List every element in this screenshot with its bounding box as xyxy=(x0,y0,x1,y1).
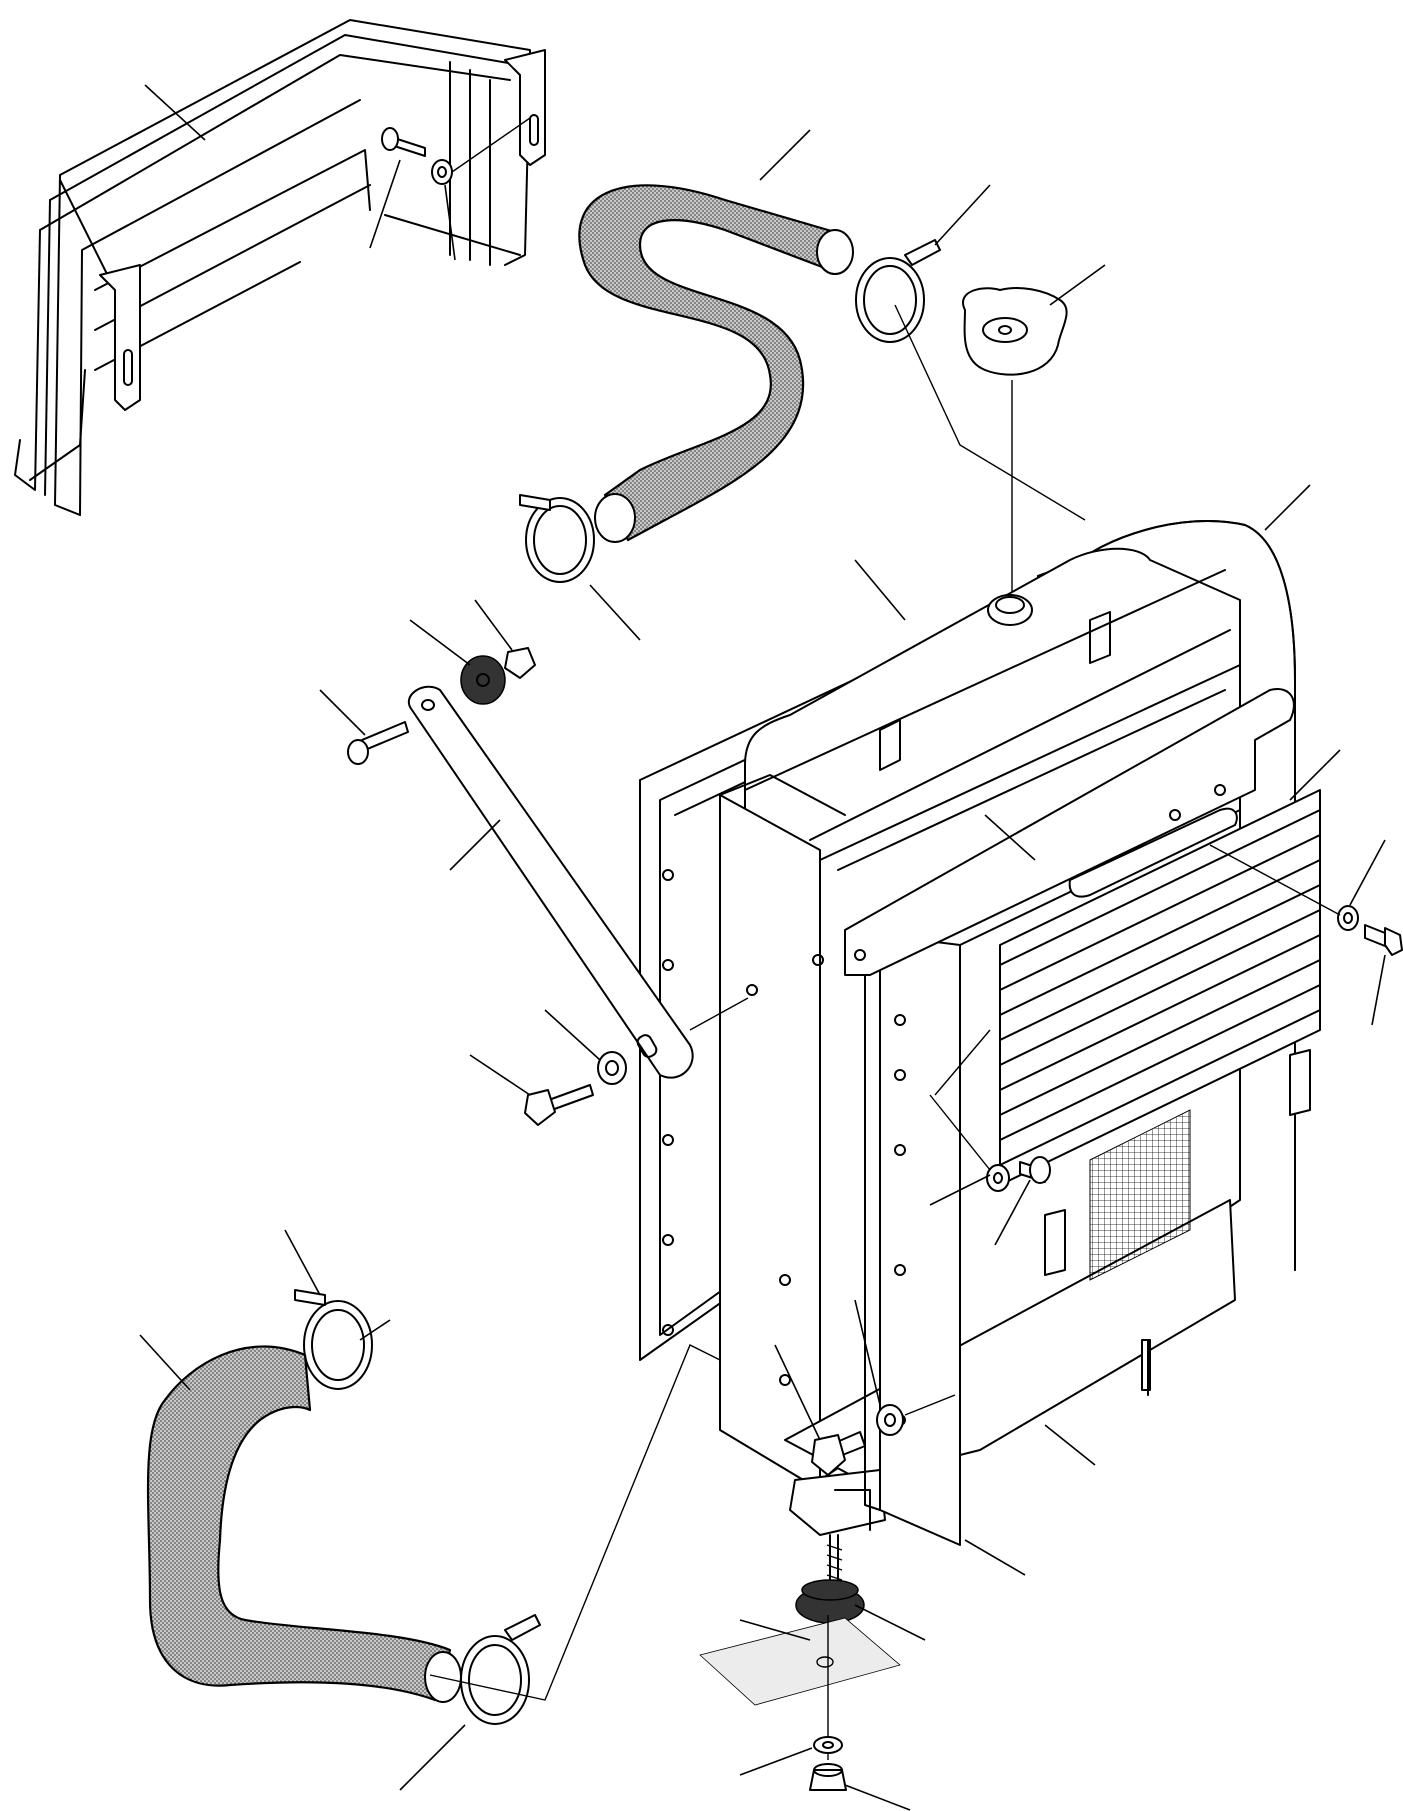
leader-lower-hose-clamp-top xyxy=(284,1229,321,1296)
stay-rod-alignment-line xyxy=(689,997,749,1031)
stay-rod-lower-bolt xyxy=(524,1084,594,1126)
leader-guard-washer xyxy=(444,184,456,261)
radiator-cap xyxy=(962,287,1068,376)
hose-connection-line xyxy=(894,304,1086,521)
stay-rod-lower-washer xyxy=(597,1051,627,1085)
leader-oil-cooler xyxy=(1289,749,1341,801)
leader-lower-hose xyxy=(139,1334,191,1391)
leader-stay-lower-bolt xyxy=(469,1054,531,1096)
leader-oil-cooler-bolt xyxy=(1371,954,1386,1026)
leader-overflow-tube xyxy=(1264,484,1311,531)
leader-rubber-mount xyxy=(409,619,471,666)
leader-side-bolt xyxy=(774,1344,821,1441)
leader-rubber-mount-lower xyxy=(854,1604,926,1641)
oil-cooler-bolt-lower xyxy=(1019,1156,1051,1184)
stay-rod-rubber-mount xyxy=(460,655,506,705)
stay-rod-bolt xyxy=(347,721,409,765)
leader-lower-washer-right xyxy=(929,1174,991,1206)
leader-lower-hose-clamp-bottom xyxy=(399,1724,466,1791)
oil-cooler-alignment-lines-lower xyxy=(929,1029,991,1171)
leader-mount-washer-lower xyxy=(739,1747,813,1776)
upper-hose-clamp-radiator-end xyxy=(855,239,941,343)
side-bracket-washer xyxy=(876,1404,904,1436)
upper-hose-clamp-engine-end xyxy=(519,494,595,583)
leader-lower-hose-clamp-top-b xyxy=(359,1319,391,1341)
lower-hose-clamp-upper xyxy=(294,1289,373,1390)
leader-engine-clamp xyxy=(589,584,641,641)
leader-side-washer xyxy=(854,1299,881,1406)
leader-upper-hose xyxy=(759,129,811,181)
guard-bolt xyxy=(381,127,426,157)
leader-top-bracket xyxy=(984,814,1036,861)
top-mounting-bracket xyxy=(844,688,1295,976)
leader-guard-bolt xyxy=(369,159,401,249)
leader-nut xyxy=(474,599,513,651)
leader-mount-washer-upper xyxy=(739,1619,811,1641)
leader-lower-bolt-right xyxy=(994,1179,1031,1246)
side-bracket-alignment-line xyxy=(904,1394,956,1416)
rubber-mount-upper xyxy=(795,1579,865,1624)
leader-stay-rod xyxy=(449,819,501,871)
callout-leaders xyxy=(139,84,1386,1811)
radiator-guard xyxy=(14,19,546,516)
lower-radiator-hose xyxy=(146,1345,462,1703)
oil-cooler-bolt-right xyxy=(1364,924,1403,956)
leader-stay-lower-washer xyxy=(544,1009,601,1061)
chassis-plate xyxy=(699,1617,901,1706)
oil-cooler xyxy=(999,789,1321,1276)
leader-bottom-tank xyxy=(1044,1424,1096,1466)
leader-upper-clamp xyxy=(934,184,991,246)
leader-oil-cooler-washer xyxy=(1349,839,1386,906)
leader-radiator-core xyxy=(854,559,906,621)
leader-cap xyxy=(1049,264,1106,306)
leader-mount-nut xyxy=(844,1784,911,1811)
radiator-stay-rod xyxy=(407,685,694,1079)
oil-cooler-washer-lower xyxy=(986,1164,1010,1192)
core-mesh xyxy=(1089,1109,1191,1281)
leader-guard xyxy=(144,84,206,141)
mount-nut xyxy=(809,1763,847,1791)
guard-bolt-alignment-line xyxy=(451,117,531,173)
oil-cooler-alignment-line-right xyxy=(1209,844,1341,916)
leader-side-bracket xyxy=(964,1539,1026,1576)
guard-washer xyxy=(431,159,453,185)
upper-radiator-hose xyxy=(578,184,854,543)
mount-washer-lower xyxy=(813,1736,843,1754)
lower-hose-alignment-line xyxy=(429,1344,721,1701)
oil-cooler-washer-right xyxy=(1337,905,1359,931)
stay-rod-nut xyxy=(504,647,536,679)
leader-stay-bolt xyxy=(319,689,366,736)
lower-hose-clamp-lower xyxy=(460,1614,541,1725)
side-bracket-bolt xyxy=(811,1431,866,1476)
